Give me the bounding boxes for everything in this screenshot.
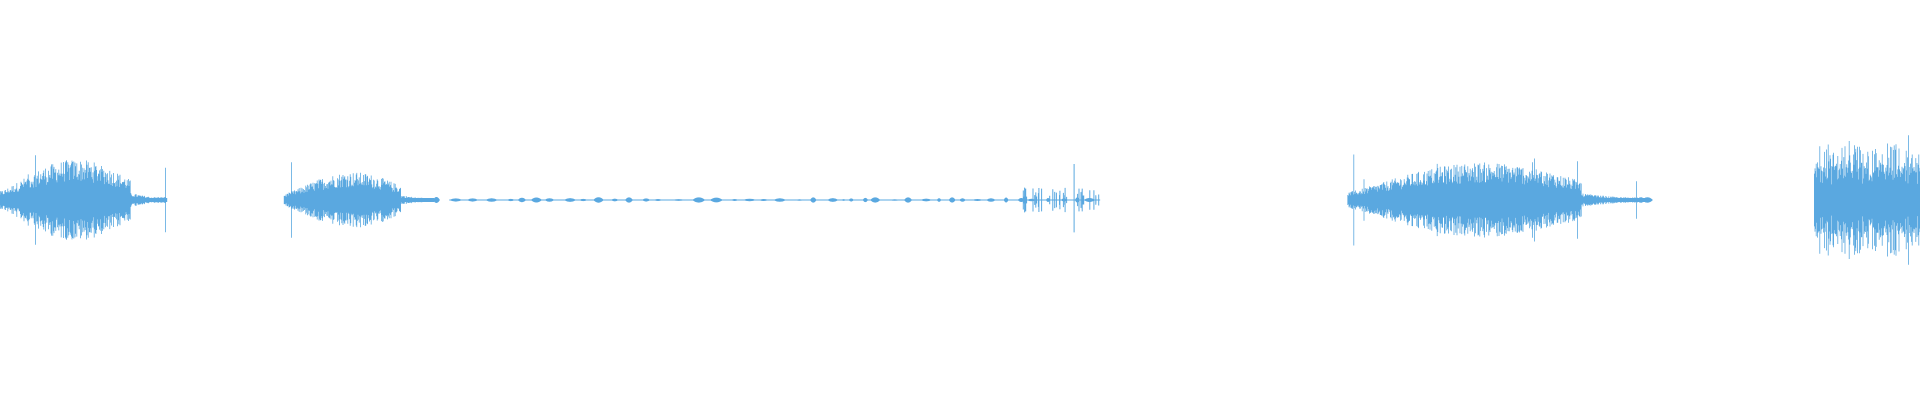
waveform-tail-blips xyxy=(407,197,440,203)
waveform-lines xyxy=(1347,154,1648,246)
waveform-segment-5 xyxy=(1814,135,1920,265)
waveform-segment-1 xyxy=(0,155,168,245)
waveform-segment-2 xyxy=(283,162,440,238)
waveform-tail-blips xyxy=(1593,197,1653,203)
waveform-segment-3 xyxy=(449,164,1101,233)
waveform-lines xyxy=(283,162,434,238)
waveform-tail-blips xyxy=(137,198,162,202)
waveform-lines xyxy=(1814,135,1920,265)
waveform-spikes xyxy=(1022,164,1100,233)
waveform-lines xyxy=(0,155,168,245)
waveform-segment-4 xyxy=(1347,154,1653,246)
waveform-segments xyxy=(0,135,1920,265)
